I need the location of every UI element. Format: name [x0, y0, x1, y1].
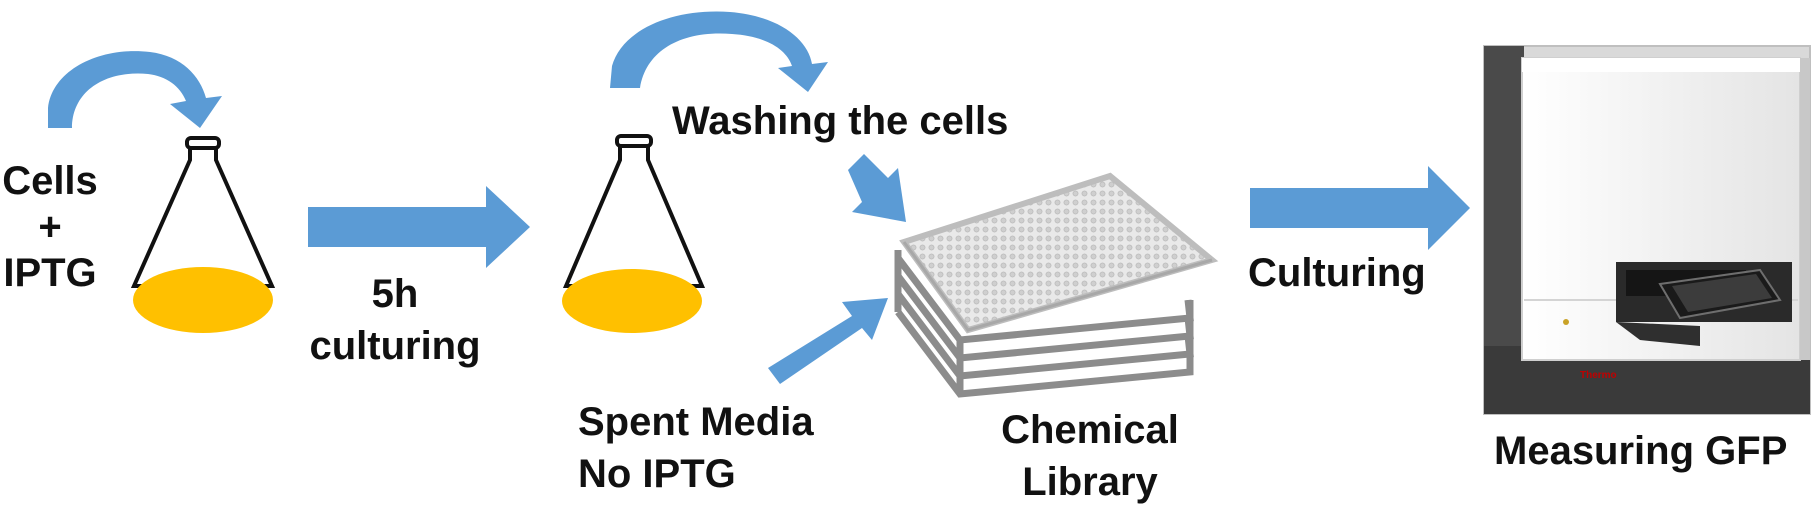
spent-media-line1: Spent Media [578, 400, 814, 444]
spent-media-line2: No IPTG [578, 452, 736, 496]
block-arrow-icon [308, 186, 530, 268]
start-label-line2: + [38, 205, 62, 249]
flask-icon [562, 134, 706, 333]
well-plate-stack-icon [894, 172, 1219, 398]
block-arrow-icon [768, 298, 888, 384]
culture-duration-line2: culturing [309, 324, 481, 368]
chemical-library-line1: Chemical [1001, 408, 1179, 452]
brand-logo: Thermo [1580, 370, 1617, 381]
block-arrow-icon [1250, 166, 1470, 250]
spent-media-label: Spent Media No IPTG [578, 396, 814, 500]
block-arrow-icon [848, 154, 906, 222]
curved-arrow-icon [48, 51, 222, 128]
curved-arrow-icon [610, 11, 828, 92]
plate-reader-photo: Thermo [1483, 45, 1811, 415]
start-label-line3: IPTG [3, 251, 97, 295]
washing-label: Washing the cells [672, 99, 1009, 143]
culture-duration-label: 5h culturing [300, 268, 490, 372]
flask-icon [130, 136, 276, 333]
start-label-line1: Cells [2, 159, 98, 203]
culturing-label: Culturing [1248, 251, 1426, 295]
start-label: Cells + IPTG [0, 158, 100, 296]
chemical-library-label: Chemical Library [980, 404, 1200, 508]
culture-duration-line1: 5h [371, 272, 419, 316]
measuring-gfp-label: Measuring GFP [1494, 429, 1788, 473]
chemical-library-line2: Library [1022, 460, 1158, 504]
